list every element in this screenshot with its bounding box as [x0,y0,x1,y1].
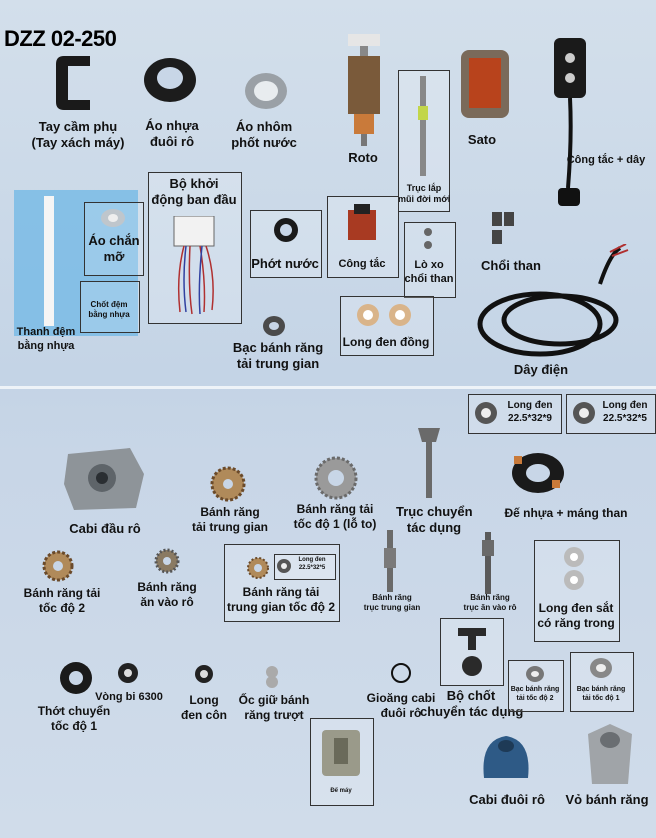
front-housing-image [64,448,144,510]
gasket-image [391,663,411,683]
cone-washer-image [195,665,213,683]
carbon-brush-label: Chổi than [481,258,541,273]
mode-pin-image [458,628,486,676]
power-cord-label: Dây điện [513,362,569,377]
plastic-base-label: Đế nhựa + máng than [504,506,628,520]
handle-label: Tay cầm phụ(Tay xách máy) [31,119,125,151]
speed1-gear-image [314,456,358,500]
washer-9-image [475,402,497,424]
intermediate-shaft-gear-image [384,530,396,592]
base-image [322,730,360,776]
switch-cord-label: Công tắc + dây [566,154,646,166]
small-washer-image [277,559,291,573]
bushing-speed2-image [526,666,544,682]
shaft-image [418,76,428,176]
front-housing-label: Cabi đầu rô [69,521,141,536]
switch-image [348,204,376,240]
switch-label: Công tắc [338,258,386,270]
base-label: Đế máy [330,788,352,794]
section-divider [0,386,656,389]
speed2-gear-image [42,550,74,582]
water-seal-label: Phớt nước [251,256,319,271]
plastic-base-image [512,453,564,493]
bushing-speed1-image [590,658,612,678]
copper-washer-image [357,304,411,326]
intermediate-speed2-gear-image [247,557,269,579]
spacer-bar-image [44,196,54,326]
spring-box [404,222,456,298]
gear-casing-label: Vỏ bánh răng [565,792,649,807]
drive-shaft-gear-image [482,532,494,594]
carbon-brush-image [492,212,514,244]
starter-box [148,172,242,324]
steel-washer-image [564,547,584,590]
rear-housing-image [483,736,529,778]
handle-part-image [56,56,90,110]
stator-label: Sato [467,132,497,147]
bearing-label: Vòng bi 6300 [95,691,163,703]
starter-image [173,216,215,315]
aluminum-cover-image [245,73,287,109]
plastic-pin-box [80,281,140,333]
plastic-cover-image [144,58,196,102]
intermediate-speed2-box [224,544,340,622]
water-seal-image [274,218,298,242]
switch-cord-image [554,38,586,206]
washer-9-box [468,394,562,434]
rotor-image [348,34,380,146]
grease-cover-image [101,209,125,227]
copper-washer-box [340,296,434,356]
spring-image [424,228,432,249]
bearing-image [118,663,138,683]
gear-nut-image [266,666,278,688]
page-title: DZZ 02-250 [4,26,117,51]
intermediate-gear-image [210,466,246,502]
drive-gear-image [154,548,180,574]
stator-image [461,50,509,118]
gear-casing-image [588,724,632,784]
speed-plate-image [60,662,92,694]
power-cord-image [477,244,629,357]
gear-bushing-image [263,316,285,336]
copper-washer-label: Long đen đồng [342,335,430,349]
rotor-label: Roto [348,150,378,165]
mode-shaft-image [418,428,440,498]
washer-5-image [573,402,595,424]
rear-housing-label: Cabi đuôi rô [469,792,545,807]
